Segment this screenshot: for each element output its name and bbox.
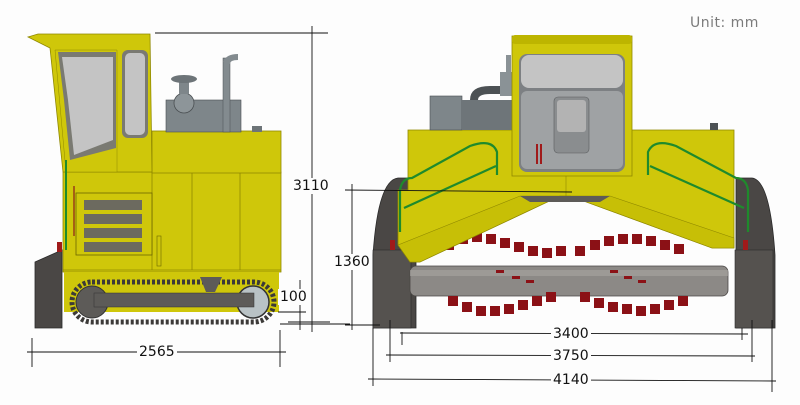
cab-front-window bbox=[521, 55, 623, 88]
turning-rotor bbox=[409, 232, 729, 316]
front-view-machine bbox=[372, 35, 776, 329]
cab-door-window bbox=[125, 53, 145, 135]
dim-total-length: 2565 bbox=[137, 344, 177, 360]
dim-ground-clearance: 100 bbox=[278, 289, 309, 305]
cab-side-window bbox=[62, 57, 113, 155]
rear-blade bbox=[34, 249, 63, 329]
dim-overall-width: 4140 bbox=[551, 372, 591, 388]
side-view-machine bbox=[26, 33, 282, 329]
dim-working-height: 1360 bbox=[332, 254, 372, 270]
track bbox=[69, 279, 277, 325]
unit-label: Unit: mm bbox=[690, 15, 759, 31]
dim-working-width: 3400 bbox=[551, 326, 591, 342]
dim-track-center-width: 3750 bbox=[551, 348, 591, 364]
warning-light-icon bbox=[57, 242, 62, 252]
handrails bbox=[398, 141, 750, 232]
dim-total-height: 3110 bbox=[291, 178, 331, 194]
